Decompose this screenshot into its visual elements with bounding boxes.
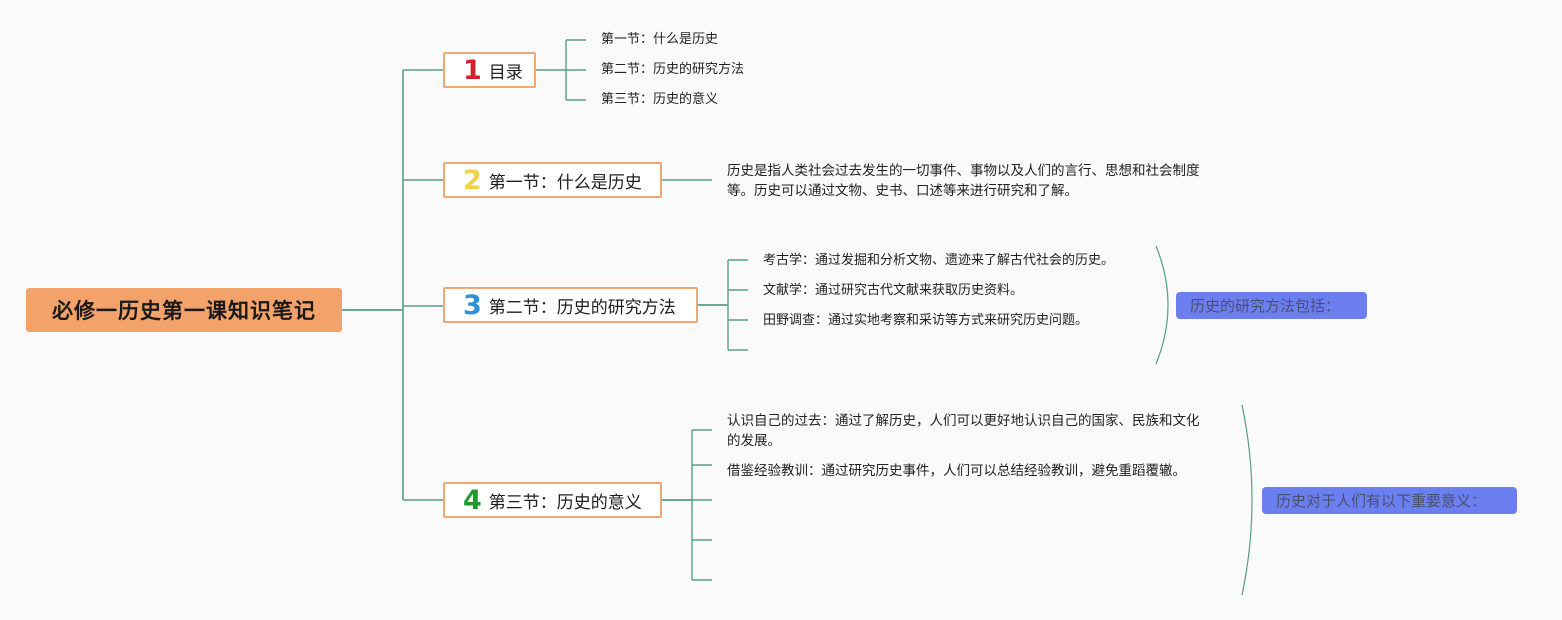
section-1-definition[interactable]: 历史是指人类社会过去发生的一切事件、事物以及人们的言行、思想和社会制度 等。历史… bbox=[727, 161, 1227, 201]
toc-item[interactable]: 第一节：什么是历史 bbox=[601, 32, 719, 47]
topic-table-of-contents[interactable]: 1 目录 bbox=[443, 52, 536, 88]
toc-item[interactable]: 第三节：历史的意义 bbox=[601, 92, 719, 107]
definition-line: 等。历史可以通过文物、史书、口述等来进行研究和了解。 bbox=[727, 183, 1078, 199]
topic-section-2[interactable]: 3 第二节：历史的研究方法 bbox=[443, 287, 698, 323]
number-1-icon: 1 bbox=[463, 54, 482, 86]
significance-item[interactable]: 认识自己的过去：通过了解历史，人们可以更好地认识自己的国家、民族和文化 的发展。 bbox=[727, 411, 1227, 451]
number-2-icon: 2 bbox=[463, 164, 482, 196]
summary-label: 历史对于人们有以下重要意义： bbox=[1276, 492, 1487, 510]
topic-title: 第一节：什么是历史 bbox=[488, 172, 642, 193]
root-topic[interactable]: 必修一历史第一课知识笔记 bbox=[26, 288, 342, 332]
number-4-icon: 4 bbox=[463, 484, 482, 516]
toc-item[interactable]: 第二节：历史的研究方法 bbox=[601, 62, 745, 77]
summary-label: 历史的研究方法包括： bbox=[1190, 297, 1341, 315]
topic-title: 目录 bbox=[488, 62, 523, 83]
summary-research-methods[interactable]: 历史的研究方法包括： bbox=[1176, 292, 1367, 319]
number-3-icon: 3 bbox=[463, 289, 482, 321]
significance-line: 的发展。 bbox=[727, 433, 781, 449]
summary-significance[interactable]: 历史对于人们有以下重要意义： bbox=[1262, 487, 1517, 514]
topic-section-3[interactable]: 4 第三节：历史的意义 bbox=[443, 482, 662, 518]
topic-title: 第二节：历史的研究方法 bbox=[488, 297, 676, 318]
significance-item[interactable]: 借鉴经验教训：通过研究历史事件，人们可以总结经验教训，避免重蹈覆辙。 bbox=[727, 461, 1227, 481]
root-title: 必修一历史第一课知识笔记 bbox=[52, 299, 316, 323]
topic-title: 第三节：历史的意义 bbox=[488, 492, 642, 513]
significance-line: 认识自己的过去：通过了解历史，人们可以更好地认识自己的国家、民族和文化 bbox=[727, 413, 1200, 429]
method-item[interactable]: 田野调查：通过实地考察和采访等方式来研究历史问题。 bbox=[763, 313, 1089, 328]
definition-line: 历史是指人类社会过去发生的一切事件、事物以及人们的言行、思想和社会制度 bbox=[727, 163, 1200, 179]
significance-line: 借鉴经验教训：通过研究历史事件，人们可以总结经验教训，避免重蹈覆辙。 bbox=[727, 463, 1186, 479]
topic-section-1[interactable]: 2 第一节：什么是历史 bbox=[443, 162, 662, 198]
method-item[interactable]: 文献学：通过研究古代文献来获取历史资料。 bbox=[763, 283, 1024, 298]
method-item[interactable]: 考古学：通过发掘和分析文物、遗迹来了解古代社会的历史。 bbox=[763, 253, 1115, 268]
